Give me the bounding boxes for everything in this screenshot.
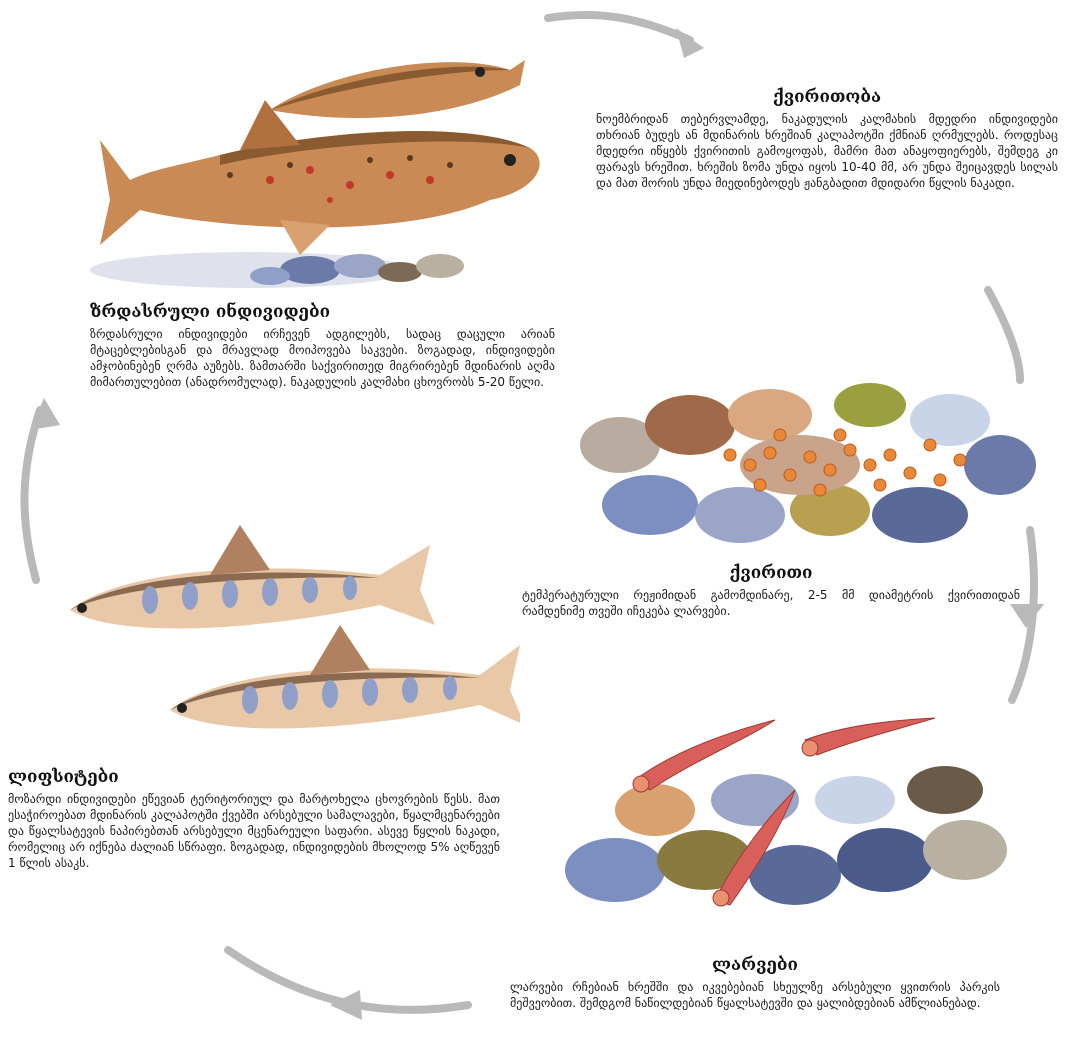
stage-larvae-title: ლარვები [510, 955, 1000, 975]
stage-larvae: ლარვები ლარვები რჩებიან ხრეშში და იკვებე… [510, 955, 1000, 1011]
stage-eggs: ქვირითი ტემპერატურული რეჟიმიდან გამომდინ… [522, 563, 1020, 619]
spawning-trout-illustration [70, 30, 570, 290]
larvae-stones-icon [565, 766, 1007, 905]
larvae-gravel-illustration [555, 700, 1015, 915]
juvenile-trout-illustration [60, 490, 520, 760]
stage-adults-text: ზრდასრული ინდივიდები ირჩევენ ადგილებს, ს… [90, 326, 555, 390]
stage-juveniles-text: მოზარდი ინდივიდები ეწევიან ტერიტორიულ და… [8, 791, 500, 871]
juvenile-fish-upper-icon [70, 525, 435, 629]
stage-juveniles: ლიფსიტები მოზარდი ინდივიდები ეწევიან ტერ… [8, 767, 500, 871]
trout-back-icon [270, 60, 525, 118]
arrowhead-top [676, 28, 704, 58]
arrowhead-bottom [330, 990, 362, 1020]
trout-front-icon [100, 100, 540, 255]
stage-juveniles-title: ლიფსიტები [8, 767, 500, 787]
stage-adults-title: ზრდასრული ინდივიდები [90, 302, 555, 322]
juvenile-fish-lower-icon [170, 625, 520, 729]
stage-eggs-text: ტემპერატურული რეჟიმიდან გამომდინარე, 2-5… [522, 587, 1020, 619]
stage-adults: ზრდასრული ინდივიდები ზრდასრული ინდივიდებ… [90, 302, 555, 390]
stage-spawning-title: ქვირითობა [596, 87, 1058, 107]
eggs-gravel-illustration [580, 365, 1040, 550]
stage-spawning: ქვირითობა ნოემბრიდან თებერვლამდე, ნაკადუ… [596, 87, 1058, 191]
stage-eggs-title: ქვირითი [522, 563, 1020, 583]
stage-spawning-text: ნოემბრიდან თებერვლამდე, ნაკადულის კალმახ… [596, 111, 1058, 191]
arrow-left [24, 410, 40, 580]
stage-larvae-text: ლარვები რჩებიან ხრეშში და იკვებებიან სხე… [510, 979, 1000, 1011]
